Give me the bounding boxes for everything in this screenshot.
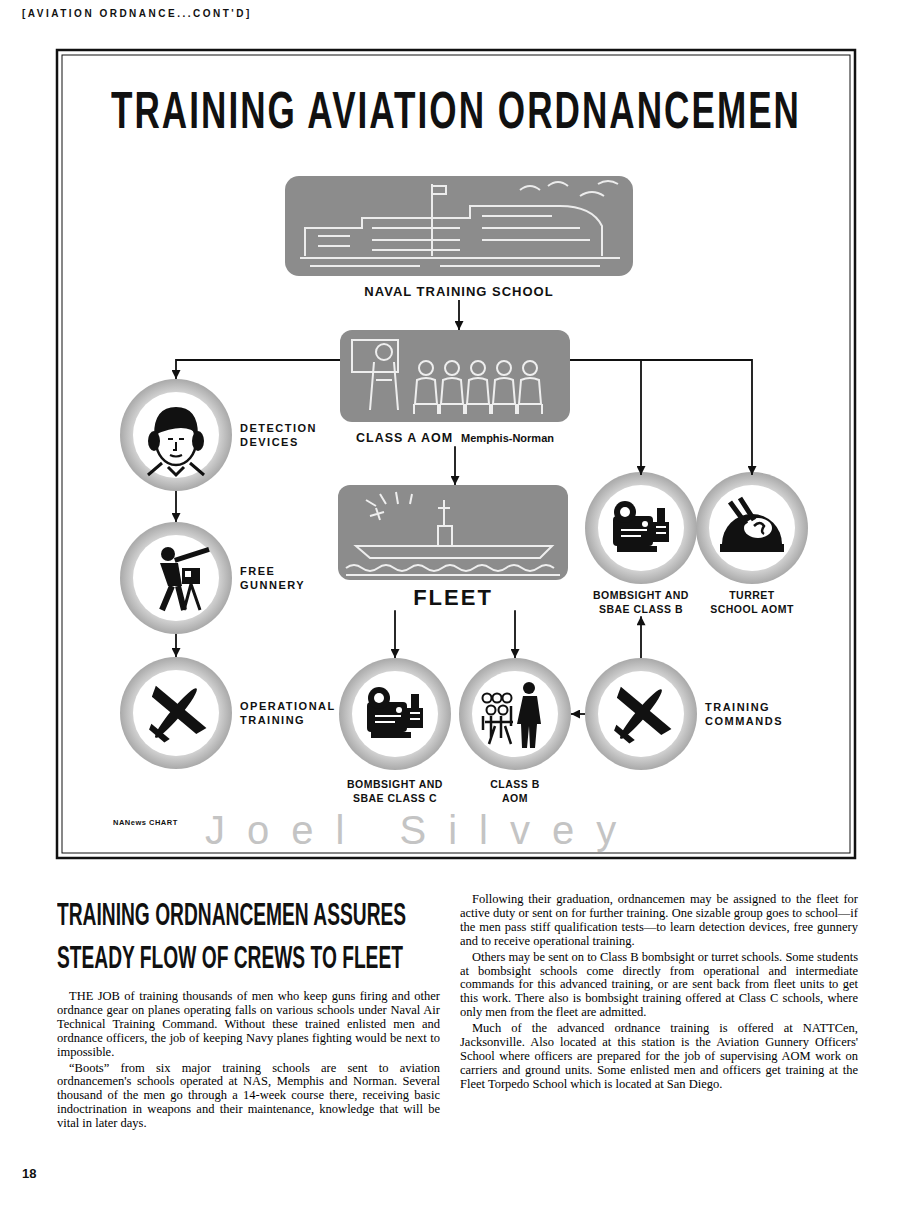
node-name: TRAINING COMMANDS [705,700,793,729]
article-headline: TRAINING ORDNANCEMEN ASSURES STEADY FLOW… [57,893,440,979]
fleet-box: FLEET [338,485,568,610]
text-column: Following their graduation, ordnancemen … [460,893,858,1094]
class-a-box: CLASS A AOM Memphis-Norman [340,330,570,446]
course-circle: TRAINING COMMANDS [585,658,793,770]
course-circle: TURRET SCHOOL AOMT [699,475,805,616]
flow-arrow [394,610,396,658]
course-circle: BOMBSIGHT AND SBAE CLASS B [587,475,695,616]
flow-arrow [175,491,177,522]
node-name: CLASS B AOM [480,778,550,805]
chart-frame [57,50,855,858]
node-label: TURRET SCHOOL AOMT [704,589,800,616]
fleet-ship-picture [338,485,568,580]
node-label: CLASS A AOM Memphis-Norman [340,428,570,446]
node-label: TRAINING COMMANDS [705,700,793,729]
flow-arrow [640,616,642,658]
node-label: DETECTION DEVICES [240,421,328,450]
course-circle: FREE GUNNERY [120,522,328,634]
flow-arrow [570,360,752,475]
flow-arrow [570,360,641,475]
chart-title: TRAINING AVIATION ORDNANCEMEN [111,84,801,136]
course-circle: BOMBSIGHT AND SBAE CLASS C [339,658,451,805]
school-box: NAVAL TRAINING SCHOOL [285,176,633,300]
flow-arrow [458,300,460,330]
article-paragraph: Following their graduation, ordnancemen … [460,893,858,949]
node-name: NAVAL TRAINING SCHOOL [364,284,553,300]
node-name: OPERATIONAL TRAINING [240,699,344,728]
flow-arrow [176,360,340,379]
node-name: BOMBSIGHT AND SBAE CLASS C [339,778,451,805]
node-name: CLASS A AOM [356,430,453,446]
node-label: CLASS B AOM [480,778,550,805]
article-paragraph: Others may be sent on to Class B bombsig… [460,951,858,1021]
node-label: OPERATIONAL TRAINING [240,699,344,728]
flow-arrow [514,610,516,658]
flow-arrow [571,713,585,715]
node-name: FLEET [413,586,493,610]
classroom-picture [340,330,570,422]
chart-frame-inner [62,55,850,853]
text-column: THE JOB of training thousands of men who… [57,990,440,1133]
node-name: BOMBSIGHT AND SBAE CLASS B [587,589,695,616]
node-label: BOMBSIGHT AND SBAE CLASS B [587,589,695,616]
school-building-picture [285,176,633,276]
node-name: DETECTION DEVICES [240,421,328,450]
course-circle: OPERATIONAL TRAINING [120,657,344,769]
course-circle: DETECTION DEVICES [120,379,328,491]
article-paragraph: Much of the advanced ordnance training i… [460,1022,858,1092]
article-paragraph: THE JOB of training thousands of men who… [57,990,440,1060]
node-label: FLEET [338,586,568,610]
flow-arrow [175,634,177,657]
node-label: BOMBSIGHT AND SBAE CLASS C [339,778,451,805]
node-name: TURRET SCHOOL AOMT [704,589,800,616]
article-paragraph: “Boots” from six major training schools … [57,1062,440,1132]
watermark: Joel Silvey [205,808,638,853]
chart-credit: NANews CHART [113,818,178,827]
flow-arrow [454,446,456,485]
node-name: FREE GUNNERY [240,564,328,593]
course-circle: CLASS B AOM [459,658,571,805]
node-label: FREE GUNNERY [240,564,328,593]
node-label: NAVAL TRAINING SCHOOL [285,282,633,300]
running-header: [AVIATION ORDNANCE...CONT'D] [22,8,252,19]
node-subtitle: Memphis-Norman [461,431,554,445]
page-number: 18 [22,1166,36,1181]
